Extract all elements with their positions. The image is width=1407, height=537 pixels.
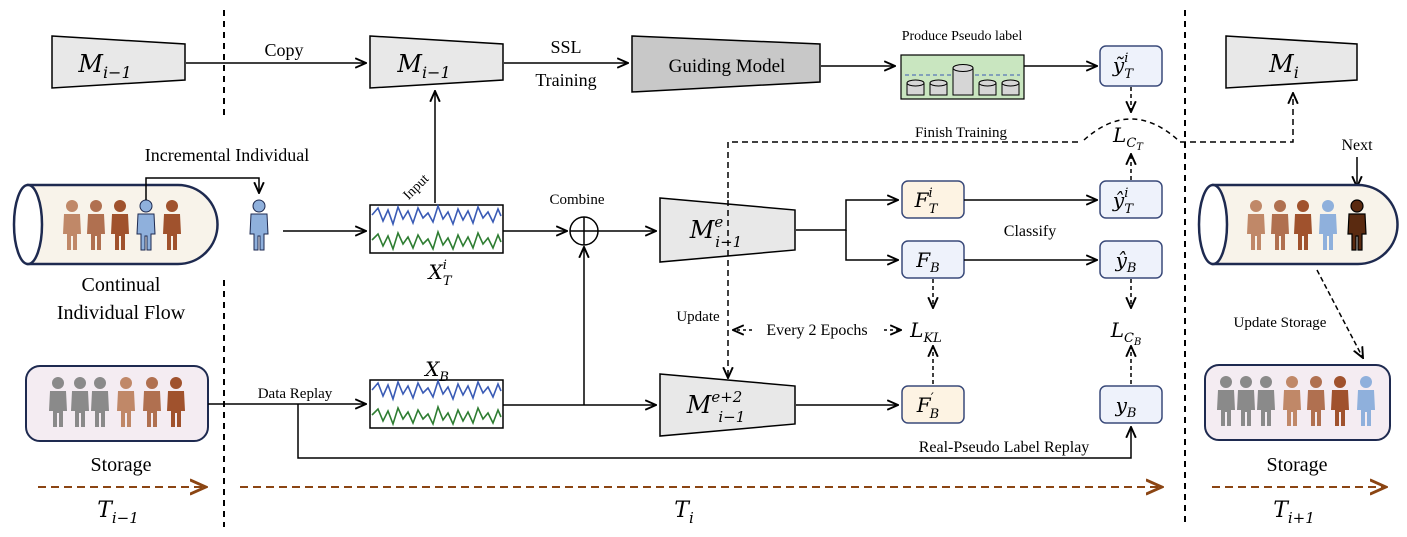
combine-label: Combine	[550, 192, 605, 208]
incremental-individual-label: Incremental Individual	[145, 145, 309, 165]
svg-text:ŷB: ŷB	[1115, 248, 1137, 276]
svg-text:FiT: FiT	[914, 186, 939, 217]
svg-text:Me+2i−1: Me+2i−1	[686, 388, 746, 426]
y-hat-t-box	[1099, 180, 1163, 219]
real-pseudo-replay-label: Real-Pseudo Label Replay	[919, 439, 1090, 456]
finish-training-label: Finish Training	[915, 125, 1008, 141]
y-tilde-box	[1099, 45, 1163, 87]
model-i-label: M	[1268, 50, 1295, 78]
svg-text:XiT: XiT	[426, 258, 452, 289]
y-hat-b-box	[1099, 240, 1163, 279]
y-b-box	[1099, 385, 1163, 424]
model-prev-left	[51, 35, 186, 89]
storage-right-label: Storage	[1266, 454, 1327, 476]
ssl-label-line2: Training	[535, 70, 596, 90]
y-hat-t-label: ŷ	[1112, 188, 1125, 212]
copy-label: Copy	[264, 40, 303, 60]
head-f-b-prime	[901, 385, 965, 424]
y-b-label: y	[1115, 393, 1128, 417]
svg-text:yB: yB	[1115, 393, 1137, 421]
continual-label-line1: Continual	[82, 274, 161, 296]
continual-flow-tube-right	[1197, 183, 1399, 266]
svg-text:Mi−1: Mi−1	[396, 50, 450, 82]
svg-text:Ti−1: Ti−1	[97, 498, 139, 527]
svg-text:LCB: LCB	[1110, 318, 1142, 348]
timeline-prev-label: T	[97, 498, 114, 523]
head-f-b-label: F	[915, 248, 931, 272]
guiding-model-box	[631, 35, 821, 93]
next-label: Next	[1341, 137, 1373, 154]
model-prev-left-label: M	[77, 50, 104, 78]
svg-text:F′B: F′B	[916, 391, 939, 422]
loss-kl-label: L	[909, 318, 923, 342]
signal-xt	[369, 203, 504, 254]
loss-ct-label: L	[1112, 123, 1126, 147]
svg-text:FB: FB	[915, 248, 939, 276]
pseudo-cylinders	[906, 64, 1020, 96]
incoming-person	[249, 199, 269, 251]
model-prev-mid-label: M	[396, 50, 423, 78]
data-replay-label: Data Replay	[258, 386, 333, 402]
every-2-epochs-label: Every 2 Epochs	[766, 322, 867, 339]
y-tilde-label: ỹ	[1112, 53, 1125, 77]
svg-text:Ti+1: Ti+1	[1273, 498, 1315, 527]
svg-text:ŷiT: ŷiT	[1112, 186, 1134, 217]
svg-text:ỹiT: ỹiT	[1112, 51, 1134, 82]
guiding-model-label: Guiding Model	[669, 56, 786, 77]
combine-node	[569, 216, 599, 246]
x-t-label: X	[426, 260, 443, 284]
storage-left	[25, 365, 209, 442]
signal-xb	[369, 378, 504, 429]
model-e2-box	[659, 373, 796, 437]
model-i-box	[1225, 35, 1358, 89]
produce-pseudo-label-text: Produce Pseudo label	[902, 29, 1023, 44]
continual-label-line2: Individual Flow	[57, 302, 186, 324]
model-prev-mid	[369, 35, 504, 89]
svg-text:LCT: LCT	[1112, 123, 1144, 153]
storage-left-label: Storage	[90, 454, 151, 476]
input-label: Input	[401, 172, 433, 204]
update-label: Update	[676, 309, 720, 325]
head-f-b-prime-label: F	[916, 393, 932, 417]
timeline-next-label: T	[1273, 498, 1290, 523]
svg-text:LKL: LKL	[909, 318, 942, 346]
model-e2-label: M	[686, 391, 713, 419]
loss-cb-label: L	[1110, 318, 1124, 342]
storage-right	[1204, 364, 1391, 441]
head-f-t-label: F	[914, 188, 930, 212]
model-e-label: M	[689, 216, 716, 244]
ssl-label-line1: SSL	[550, 37, 581, 57]
svg-text:XB: XB	[423, 357, 449, 385]
svg-text:Mi: Mi	[1268, 50, 1299, 82]
y-hat-b-label: ŷ	[1115, 248, 1128, 272]
x-b-label: X	[423, 357, 440, 381]
svg-text:Mi−1: Mi−1	[77, 50, 131, 82]
classify-label: Classify	[1004, 223, 1056, 240]
svg-text:Ti: Ti	[674, 498, 694, 527]
timeline-current-label: T	[674, 498, 691, 523]
update-storage-label: Update Storage	[1234, 315, 1327, 331]
